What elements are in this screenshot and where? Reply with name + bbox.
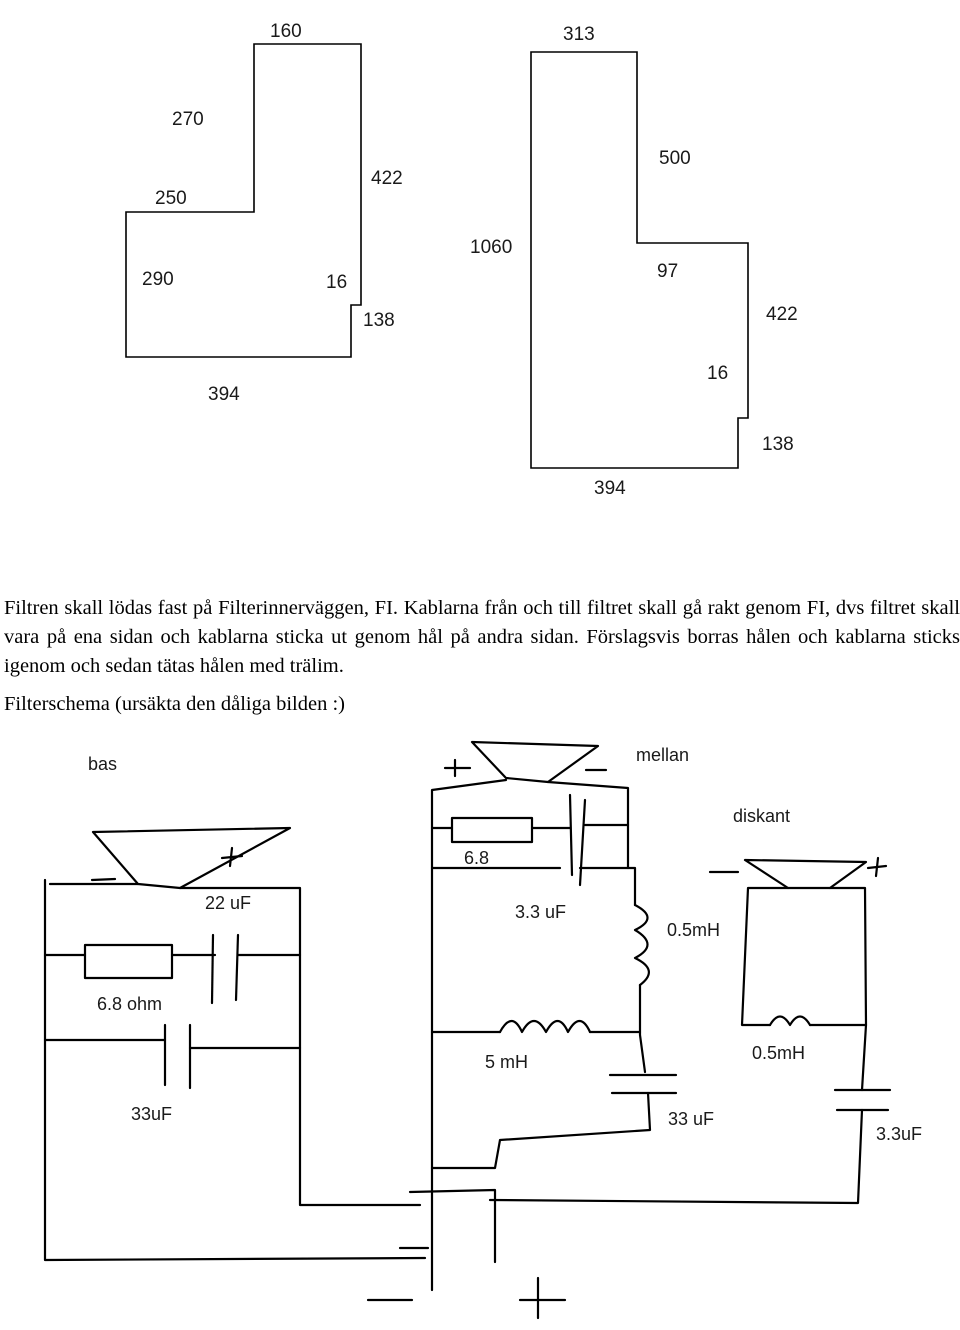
label-bas: bas — [88, 754, 117, 774]
dim-right-step: 97 — [657, 261, 678, 282]
mid-capacitor-3-3uf — [568, 793, 587, 887]
bass-capacitor-top-label: 22 uF — [205, 893, 251, 913]
label-diskant: diskant — [733, 806, 790, 826]
dim-right-notch-depth: 16 — [707, 363, 728, 384]
instructions-paragraph: Filtren skall lödas fast på Filterinnerv… — [4, 597, 960, 677]
label-mellan: mellan — [636, 745, 689, 765]
mid-capacitor-bottom-label: 33 uF — [668, 1109, 714, 1129]
mid-inductor-bottom-label: 5 mH — [485, 1052, 528, 1072]
dim-left-right: 422 — [371, 168, 403, 189]
dim-left-top: 160 — [270, 21, 302, 42]
mid-resistor-6-8 — [450, 816, 534, 844]
treble-inductor-0-5mh — [768, 1015, 812, 1027]
dim-left-lower: 290 — [142, 269, 174, 290]
schema-caption: Filterschema (ursäkta den dåliga bilden … — [4, 693, 345, 715]
mid-wires — [430, 778, 652, 1292]
dim-right-bottom: 394 — [594, 478, 626, 499]
dim-left-step: 250 — [155, 188, 187, 209]
dim-left-upper: 270 — [172, 109, 204, 130]
bass-capacitor-22uf — [210, 933, 240, 1005]
dim-right-notch-height: 138 — [762, 434, 794, 455]
treble-capacitor-3-3uf — [833, 1088, 892, 1112]
mid-inductor-right-label: 0.5mH — [667, 920, 720, 940]
dim-right-left: 1060 — [470, 237, 512, 258]
bass-speaker-icon — [91, 826, 292, 890]
dim-left-bottom: 394 — [208, 384, 240, 405]
bass-resistor-6-8-ohm — [83, 943, 174, 980]
treble-speaker-icon — [708, 856, 888, 890]
mid-inductor-0-5mh — [633, 903, 650, 987]
treble-inductor-label: 0.5mH — [752, 1043, 805, 1063]
dim-left-notch-depth: 16 — [326, 272, 347, 293]
mid-speaker-icon — [443, 740, 608, 784]
dim-right-top: 313 — [563, 24, 595, 45]
mid-inductor-5mh — [498, 1019, 592, 1034]
bass-capacitor-33uf — [163, 1023, 192, 1090]
bass-wires — [43, 877, 427, 1262]
bass-resistor-label: 6.8 ohm — [97, 994, 162, 1014]
dim-right-right: 422 — [766, 304, 798, 325]
mid-capacitor-33uf — [608, 1073, 678, 1095]
dim-left-notch-height: 138 — [363, 310, 395, 331]
filter-schematic: bas mellan diskant 22 uF — [43, 740, 922, 1320]
mid-capacitor-top-label: 3.3 uF — [515, 902, 566, 922]
bass-capacitor-bottom-label: 33uF — [131, 1104, 172, 1124]
treble-wires — [488, 886, 868, 1205]
output-terminals — [366, 1188, 567, 1320]
treble-capacitor-label: 3.3uF — [876, 1124, 922, 1144]
panel-outlines: 160 270 250 290 422 16 138 394 313 500 1… — [125, 21, 798, 499]
dim-right-upper: 500 — [659, 148, 691, 169]
panel-outline-left — [125, 43, 362, 358]
panel-outline-right — [530, 51, 749, 469]
mid-resistor-label: 6.8 — [464, 848, 489, 868]
